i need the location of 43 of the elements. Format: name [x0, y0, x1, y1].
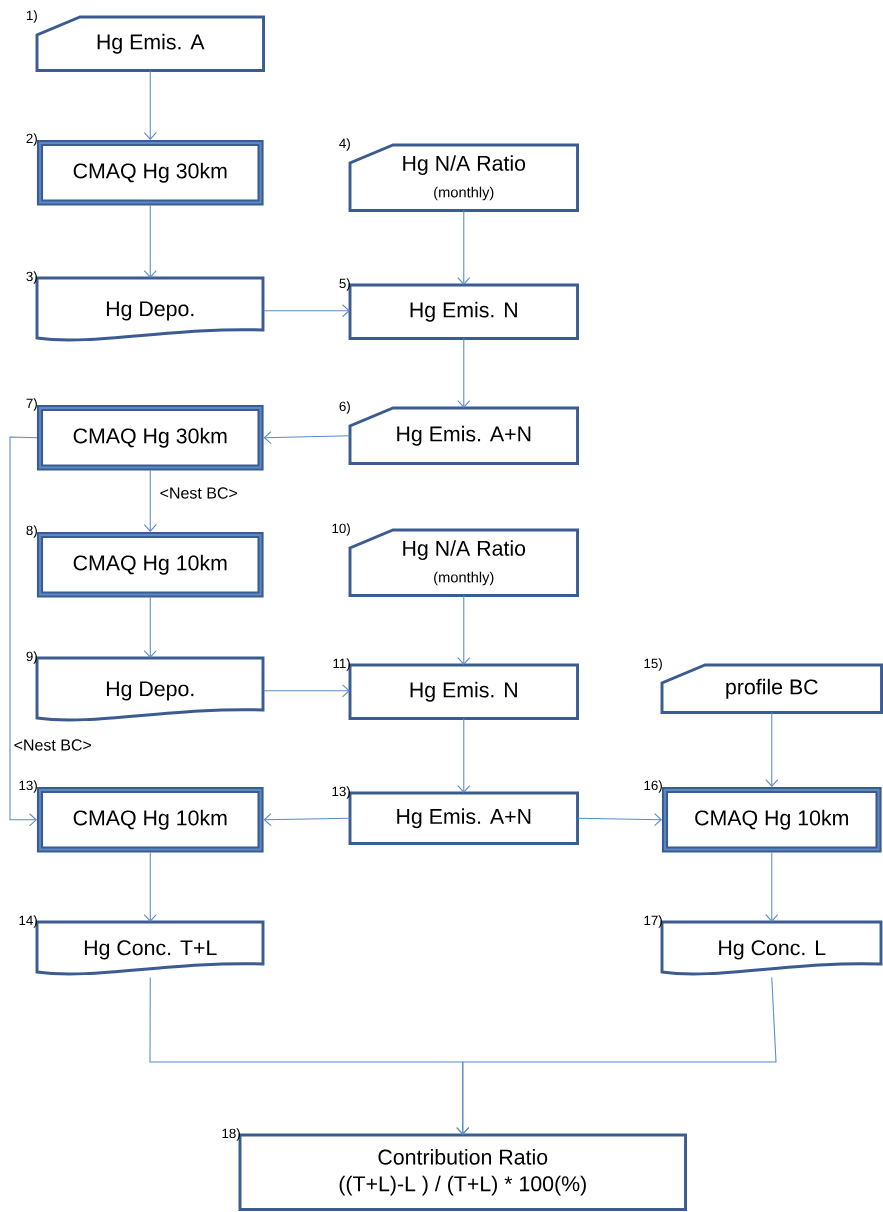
step-number: 11) — [333, 658, 350, 671]
process-box: CMAQ Hg 10km — [36, 786, 264, 853]
edge-label: <Nest BC> — [158, 486, 240, 500]
step-number: 6) — [339, 401, 350, 414]
step-number: 16) — [644, 780, 662, 793]
step-number: 4) — [339, 138, 350, 151]
arrow — [143, 70, 157, 140]
arrow — [577, 813, 662, 827]
arrow — [263, 304, 350, 318]
process-box: CMAQ Hg 10km — [36, 531, 264, 598]
step-number: 9) — [26, 651, 37, 664]
step-number: 8) — [26, 525, 37, 538]
arrow — [143, 470, 157, 532]
step-number: 5) — [339, 278, 350, 291]
arrow — [263, 431, 351, 445]
arrow — [143, 205, 157, 278]
process-box: CMAQ Hg 30km — [36, 139, 264, 206]
step-number: 13) — [19, 780, 37, 793]
arrow — [9, 436, 38, 827]
step-number: 14) — [19, 915, 37, 928]
arrow — [263, 684, 350, 698]
step-number: 15) — [644, 658, 662, 671]
arrow — [143, 852, 157, 922]
arrow — [456, 977, 777, 1135]
step-number: 3) — [26, 271, 37, 284]
arrow — [143, 597, 157, 658]
step-number: 17) — [644, 915, 662, 928]
step-number: 1) — [26, 10, 37, 23]
step-number: 7) — [26, 398, 37, 411]
step-number: 2) — [26, 133, 37, 146]
step-number: 18) — [222, 1128, 240, 1141]
arrow — [765, 852, 779, 922]
process-box: CMAQ Hg 30km — [36, 404, 264, 471]
arrow — [765, 712, 779, 787]
arrow — [457, 718, 471, 793]
arrow — [263, 813, 351, 827]
step-number: 10) — [332, 523, 350, 536]
step-number: 13) — [332, 786, 350, 799]
arrow — [457, 210, 471, 285]
process-box: CMAQ Hg 10km — [661, 786, 882, 853]
edge-label: <Nest BC> — [12, 738, 94, 752]
arrow — [457, 338, 471, 408]
arrow — [457, 595, 471, 665]
